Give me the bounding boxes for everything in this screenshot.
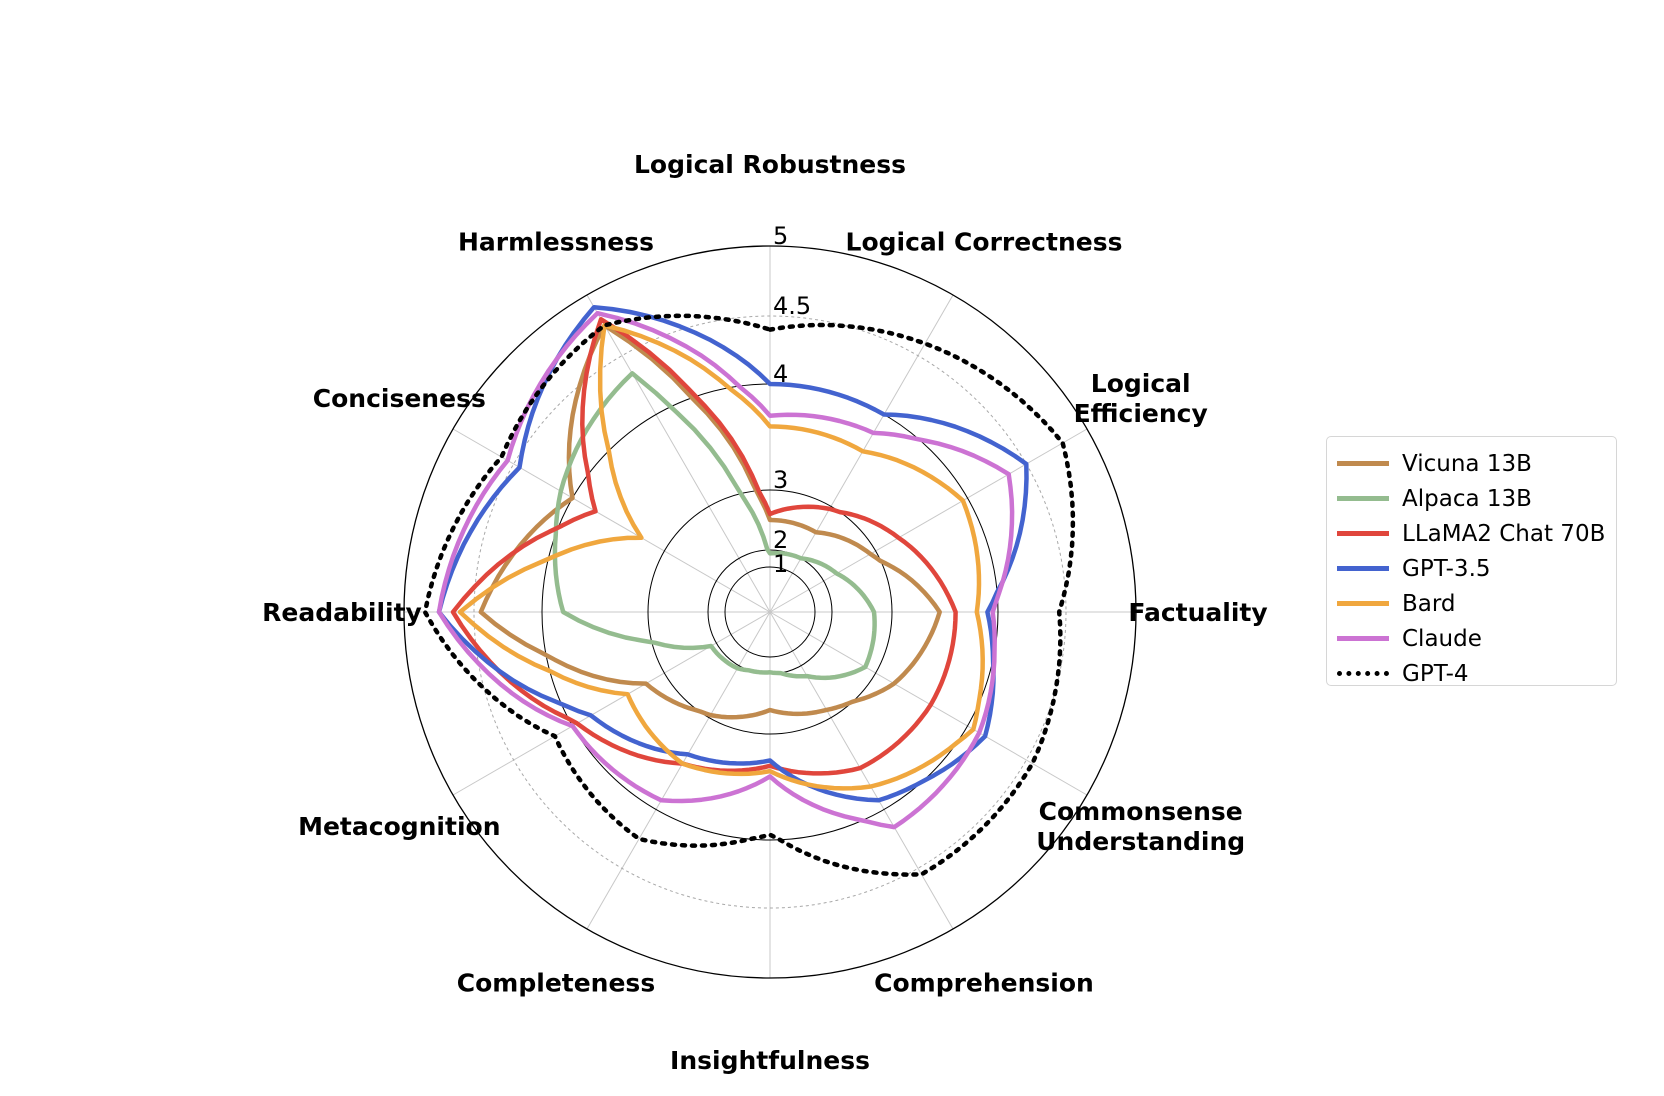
legend-item: LLaMA2 Chat 70B (1327, 517, 1616, 551)
legend-item: Bard (1327, 587, 1616, 621)
radial-tick-label: 5 (773, 222, 788, 250)
legend-item: GPT-3.5 (1327, 552, 1616, 586)
axis-label: Logical Correctness (846, 227, 1123, 256)
legend-label: GPT-3.5 (1402, 556, 1491, 582)
axis-label-line: Insightfulness (670, 1046, 870, 1075)
spoke-line (586, 611, 771, 930)
legend-swatch (1337, 566, 1389, 571)
axis-label-line: Readability (262, 598, 422, 627)
grid-ring (403, 245, 1137, 979)
radial-tick-label: 4.5 (773, 292, 811, 320)
radar-series (422, 304, 1076, 877)
spoke-line (452, 611, 771, 796)
axis-label-line: Logical (1091, 369, 1191, 398)
legend-label: GPT-4 (1402, 661, 1469, 687)
legend-item: Vicuna 13B (1327, 447, 1616, 481)
grid-ring (473, 315, 1067, 909)
axis-label: Completeness (457, 969, 655, 998)
legend-swatch (1337, 636, 1389, 641)
radial-tick-label: 2 (773, 526, 788, 554)
legend-item: Alpaca 13B (1327, 482, 1616, 516)
legend-swatch (1337, 531, 1389, 536)
legend-label: Alpaca 13B (1402, 486, 1532, 512)
legend-swatch (1337, 601, 1389, 606)
legend-label: Vicuna 13B (1402, 451, 1532, 477)
axis-label-line: Efficiency (1074, 399, 1208, 428)
radial-tick-label: 3 (773, 466, 788, 494)
axis-label-line: Metacognition (298, 812, 500, 841)
axis-label-line: Conciseness (313, 384, 486, 413)
axis-label: Harmlessness (458, 227, 654, 256)
radial-tick-labels: 12 3 4 4.5 5 (773, 222, 811, 578)
legend-label: Claude (1402, 626, 1482, 652)
grid-ring (647, 489, 893, 735)
radial-tick-label: 1 (773, 550, 788, 578)
axis-label-line: Logical Correctness (846, 227, 1123, 256)
legend-label: LLaMA2 Chat 70B (1402, 521, 1606, 547)
axis-label-line: Commonsense (1039, 797, 1243, 826)
legend-label: Bard (1402, 591, 1456, 617)
axis-label-line: Factuality (1128, 598, 1267, 627)
legend-swatch (1337, 461, 1389, 466)
axis-label-line: Comprehension (874, 969, 1094, 998)
axis-label-line: Understanding (1036, 827, 1245, 856)
axis-label: Readability (262, 598, 422, 627)
spoke-line (769, 611, 1088, 796)
spoke-line (586, 294, 771, 613)
axis-label-line: Logical Robustness (634, 150, 906, 179)
legend-swatch (1337, 496, 1389, 501)
axis-label: Conciseness (313, 384, 486, 413)
legend-item: GPT-4 (1327, 657, 1616, 691)
legend: Vicuna 13B Alpaca 13B LLaMA2 Chat 70B GPT-3… (1326, 436, 1617, 687)
legend-swatch (1337, 671, 1389, 676)
radar-grid (403, 245, 1137, 979)
axis-label: Logical Robustness (634, 150, 906, 179)
legend-item: Claude (1327, 622, 1616, 656)
axis-label: Insightfulness (670, 1046, 870, 1075)
radial-tick-label: 4 (773, 360, 788, 388)
spoke-line (769, 611, 954, 930)
axis-label-line: Harmlessness (458, 227, 654, 256)
axis-label: Comprehension (874, 969, 1094, 998)
grid-ring (724, 566, 816, 658)
axis-label: Metacognition (298, 812, 500, 841)
axis-label-line: Completeness (457, 969, 655, 998)
axis-label: Factuality (1128, 598, 1267, 627)
spoke-line (769, 428, 1088, 613)
